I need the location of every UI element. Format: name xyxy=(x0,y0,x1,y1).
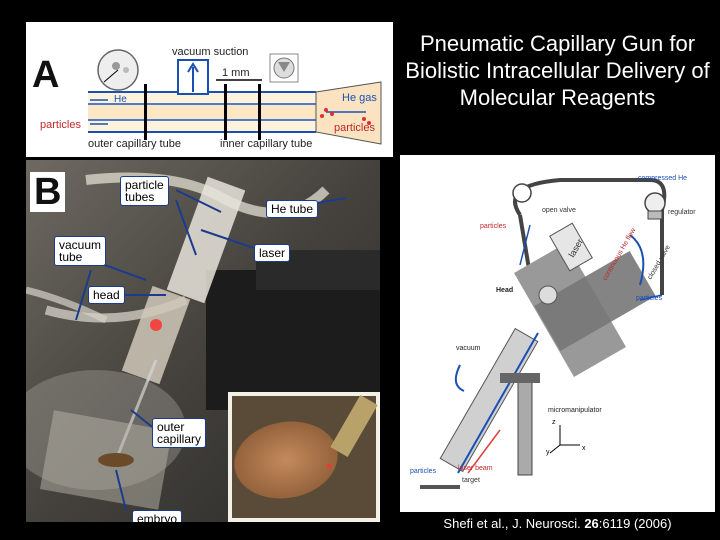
slide-title: Pneumatic Capillary Gun for Biolistic In… xyxy=(405,31,710,110)
apparatus-photo xyxy=(26,160,380,522)
embryo-callout: embryo xyxy=(132,510,183,522)
particles-bottom-label: particles xyxy=(410,468,437,475)
panel-a-schematic: A xyxy=(26,22,393,157)
particles-left-label: particles xyxy=(40,119,81,131)
particles-right-label: particles xyxy=(334,122,375,134)
citation: Shefi et al., J. Neurosci. 26:6119 (2006… xyxy=(400,516,715,531)
vacuum-label: vacuum xyxy=(456,345,481,352)
axis-y-label: y xyxy=(546,449,550,456)
outer-capillary-callout: outer capillary xyxy=(152,418,207,448)
head-label: Head xyxy=(496,287,514,294)
vacuum-suction-label: vacuum suction xyxy=(172,46,249,58)
capillary-schematic xyxy=(88,49,382,145)
axis-z-label: z xyxy=(552,419,556,426)
panel-b-photo: B particle tubes He tube vacuum tube las… xyxy=(26,160,380,522)
vacuum-tube-callout: vacuum tube xyxy=(54,236,107,266)
panel-a-letter: A xyxy=(32,54,60,96)
he-gas-label: He gas xyxy=(342,92,377,104)
inner-tube-label: inner capillary tube xyxy=(220,138,313,150)
outer-tube-label: outer capillary tube xyxy=(88,138,181,150)
particles-top-label: particles xyxy=(480,223,507,230)
citation-suffix: :6119 (2006) xyxy=(598,516,672,531)
laser-beam-label: laser beam xyxy=(458,465,493,472)
gun-diagram-drawing xyxy=(420,178,667,489)
target-label: target xyxy=(462,477,480,484)
gun-diagram: compressed He regulator open valve parti… xyxy=(400,155,715,512)
citation-volume: 26 xyxy=(584,516,599,531)
panel-b-letter: B xyxy=(30,172,66,212)
citation-prefix: Shefi et al., J. Neurosci. xyxy=(443,516,585,531)
scale-label: 1 mm xyxy=(222,67,250,79)
compressed-he-label: compressed He xyxy=(638,175,688,182)
head-callout: head xyxy=(88,286,125,304)
he-tube-callout: He tube xyxy=(266,200,319,218)
particles-right-label: particles xyxy=(636,295,663,302)
particle-tubes-callout: particle tubes xyxy=(120,176,169,206)
he-label: He xyxy=(114,94,127,105)
laser-callout: laser xyxy=(254,244,291,262)
open-valve-label: open valve xyxy=(542,207,576,214)
regulator-label: regulator xyxy=(668,209,696,216)
micromanipulator-label: micromanipulator xyxy=(548,407,602,414)
axis-x-label: x xyxy=(582,445,586,452)
